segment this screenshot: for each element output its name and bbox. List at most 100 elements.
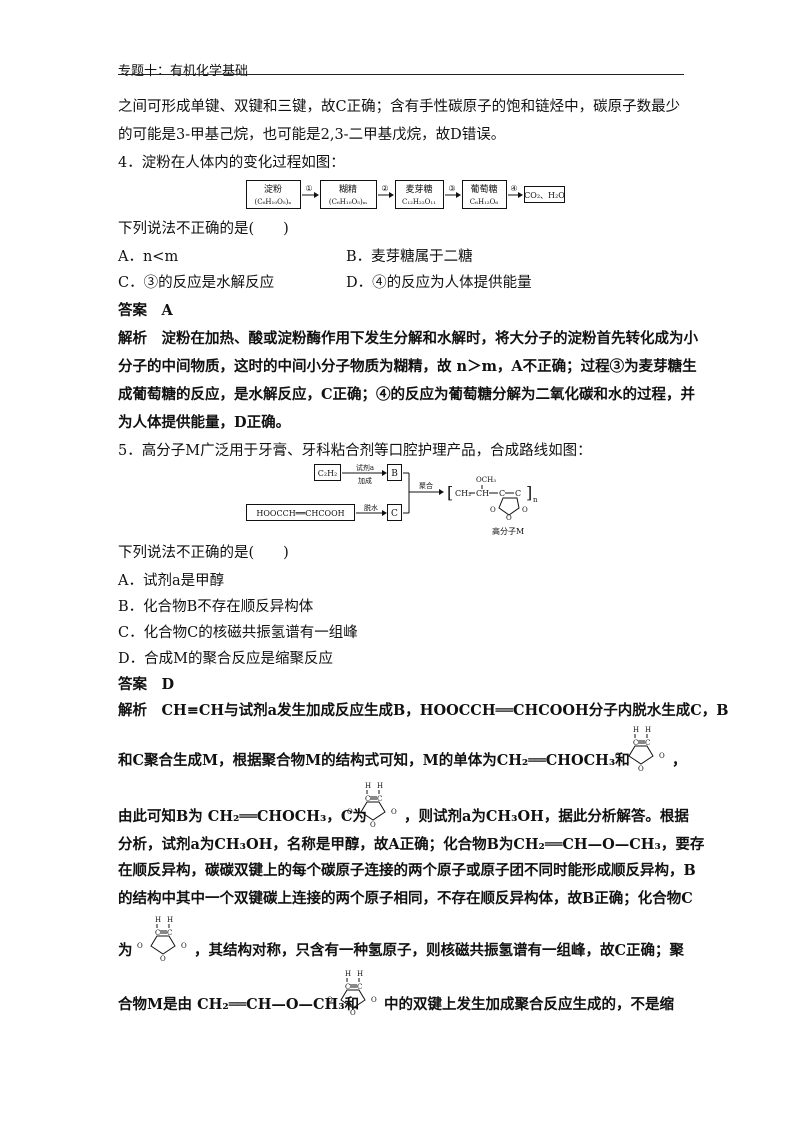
explanation-4-line: 成葡萄糖的反应，是水解反应，C正确；④的反应为葡萄糖分解为二氧化碳和水的过程，并 bbox=[118, 386, 696, 403]
svg-text:O: O bbox=[347, 808, 353, 816]
svg-text:H: H bbox=[155, 916, 161, 924]
flow-node-formula: (C₆H₁₀O₅)ₙ bbox=[255, 198, 292, 206]
svg-text:O: O bbox=[615, 752, 621, 760]
svg-text:H: H bbox=[167, 916, 173, 924]
svg-text:O: O bbox=[160, 955, 166, 962]
svg-text:O: O bbox=[391, 808, 397, 816]
option-c: C．化合物C的核磁共振氢谱有一组峰 bbox=[118, 625, 358, 641]
explanation-5-line: 由此可知B为 CH₂══CHOCH₃，C为 bbox=[118, 808, 367, 825]
explanation-5-line: ，则试剂a为CH₃OH，据此分析解答。根据 bbox=[404, 808, 689, 825]
polymer-ch: CH bbox=[476, 489, 489, 498]
condition-label: 加成 bbox=[358, 476, 372, 485]
flow-step: ② bbox=[381, 184, 388, 193]
polymer-label: 高分子M bbox=[492, 526, 524, 536]
compound-b: B bbox=[391, 469, 398, 479]
question-4: 4．淀粉在人体内的变化过程如图： bbox=[118, 155, 345, 171]
option-b: B．麦芽糖属于二糖 bbox=[346, 249, 473, 265]
starch-flow-diagram: 淀粉 (C₆H₁₀O₅)ₙ ① 糊精 (C₆H₁₀O₅)ₘ ② 麦芽糖 C₁₂H… bbox=[246, 180, 565, 209]
question-5-ask: 下列说法不正确的是( ) bbox=[118, 545, 289, 561]
flow-step: ④ bbox=[510, 184, 517, 193]
svg-text:C: C bbox=[365, 795, 370, 803]
svg-text:C: C bbox=[357, 983, 362, 991]
svg-text:C: C bbox=[167, 929, 172, 937]
svg-text:O: O bbox=[659, 752, 665, 760]
option-d: D．合成M的聚合反应是缩聚反应 bbox=[118, 651, 333, 667]
compound-c: C bbox=[391, 509, 398, 519]
svg-text:C: C bbox=[633, 739, 638, 747]
answer-5: 答案 D bbox=[118, 676, 175, 693]
svg-text:O: O bbox=[137, 942, 143, 950]
svg-text:O: O bbox=[370, 821, 376, 828]
svg-text:H: H bbox=[645, 726, 651, 734]
question-4-ask: 下列说法不正确的是( ) bbox=[118, 221, 289, 237]
explanation-4-line: 解析 淀粉在加热、酸或淀粉酶作用下发生分解和水解时，将大分子的淀粉首先转化成为小 bbox=[118, 330, 698, 347]
reagent-label: 试剂a bbox=[356, 463, 374, 472]
svg-text:[: [ bbox=[447, 483, 453, 502]
reagent-maleic-acid: HOOCCH══CHCOOH bbox=[256, 509, 344, 518]
polymer-ring-c: C bbox=[515, 489, 521, 498]
svg-text:H: H bbox=[377, 782, 383, 790]
flow-node-name: CO₂、H₂O bbox=[524, 191, 565, 200]
svg-text:C: C bbox=[155, 929, 160, 937]
svg-text:C: C bbox=[345, 983, 350, 991]
explanation-5-line: 分析，试剂a为CH₃OH，名称是甲醇，故A正确；化合物B为CH₂══CH—O—C… bbox=[118, 836, 705, 853]
option-b: B．化合物B不存在顺反异构体 bbox=[118, 599, 314, 615]
explanation-5-line: 为 bbox=[118, 942, 133, 959]
synthesis-route-diagram: C₂H₂ 试剂a 加成 B HOOCCH══CHCOOH 脱水 C 聚合 [ C… bbox=[246, 463, 538, 536]
option-a: A．试剂a是甲醇 bbox=[118, 573, 225, 589]
svg-text:H: H bbox=[365, 782, 371, 790]
polymer-ch2: CH₂ bbox=[455, 489, 471, 498]
polymer-ring-o: O bbox=[522, 506, 528, 514]
svg-text:H: H bbox=[357, 970, 363, 978]
svg-text:H: H bbox=[345, 970, 351, 978]
option-d: D．④的反应为人体提供能量 bbox=[346, 275, 532, 291]
flow-node-name: 葡萄糖 bbox=[470, 183, 497, 195]
svg-text:]: ] bbox=[526, 483, 532, 502]
polymer-ring-c: C bbox=[499, 489, 505, 498]
text-line: 的可能是3-甲基己烷，也可能是2,3-二甲基戊烷，故D错误。 bbox=[118, 127, 506, 143]
explanation-5-line: 在顺反异构，碳碳双键上的每个碳原子连接的两个原子或原子团不同时能形成顺反异构，B bbox=[118, 862, 696, 879]
svg-text:O: O bbox=[181, 942, 187, 950]
text-line: 之间可形成单键、双键和三键，故C正确；含有手性碳原子的饱和链烃中，碳原子数最少 bbox=[118, 99, 681, 115]
page-header: 专题十：有机化学基础 bbox=[118, 64, 249, 79]
flow-node-formula: C₁₂H₂₂O₁₁ bbox=[402, 198, 436, 206]
header-divider bbox=[118, 74, 684, 75]
explanation-5-line: ，其结构对称，只含有一种氢原子，则核磁共振氢谱有一组峰，故C正确；聚 bbox=[194, 942, 685, 959]
option-a: A．n<m bbox=[118, 249, 179, 265]
flow-node-name: 糊精 bbox=[339, 183, 357, 195]
polymer-n: n bbox=[533, 496, 538, 504]
explanation-5-line: 和C聚合生成M，根据聚合物M的结构式可知，M的单体为CH₂══CHOCH₃和 bbox=[118, 752, 630, 769]
svg-text:O: O bbox=[327, 996, 333, 1004]
svg-text:C: C bbox=[377, 795, 382, 803]
flow-node-name: 淀粉 bbox=[264, 183, 282, 195]
polymer-ring-o: O bbox=[490, 506, 496, 514]
flow-node-formula: (C₆H₁₀O₅)ₘ bbox=[329, 198, 368, 206]
svg-text:C: C bbox=[645, 739, 650, 747]
punctuation: ， bbox=[672, 752, 687, 769]
flow-step: ① bbox=[305, 184, 312, 193]
option-c: C．③的反应是水解反应 bbox=[118, 275, 275, 291]
polymerize-label: 聚合 bbox=[419, 481, 433, 490]
explanation-5-line: 中的双键上发生加成聚合反应生成的，不是缩 bbox=[384, 996, 674, 1013]
svg-text:H: H bbox=[633, 726, 639, 734]
flow-node-name: 麦芽糖 bbox=[405, 183, 432, 195]
explanation-5-line: 解析 CH≡CH与试剂a发生加成反应生成B，HOOCCH══CHCOOH分子内脱… bbox=[118, 702, 729, 719]
svg-text:O: O bbox=[371, 996, 377, 1004]
svg-text:O: O bbox=[350, 1009, 356, 1016]
answer-4: 答案 A bbox=[118, 302, 173, 319]
explanation-5-line: 的结构中其中一个双键碳上连接的两个原子相同，不存在顺反异构体，故B正确；化合物C bbox=[118, 890, 693, 907]
polymer-ring-o: O bbox=[506, 514, 512, 522]
explanation-4-line: 分子的中间物质，这时的中间小分子物质为糊精，故 n＞m，A不正确；过程③为麦芽糖… bbox=[118, 358, 697, 375]
dehydrate-label: 脱水 bbox=[364, 503, 378, 512]
flow-node-formula: C₆H₁₂O₆ bbox=[470, 198, 499, 206]
svg-text:O: O bbox=[638, 765, 644, 772]
polymer-och3: OCH₃ bbox=[476, 476, 496, 484]
flow-step: ③ bbox=[448, 184, 455, 193]
reagent-c2h2: C₂H₂ bbox=[318, 469, 338, 478]
explanation-4-line: 为人体提供能量，D正确。 bbox=[118, 414, 291, 431]
question-5: 5．高分子M广泛用于牙膏、牙科粘合剂等口腔护理产品，合成路线如图： bbox=[118, 443, 592, 459]
